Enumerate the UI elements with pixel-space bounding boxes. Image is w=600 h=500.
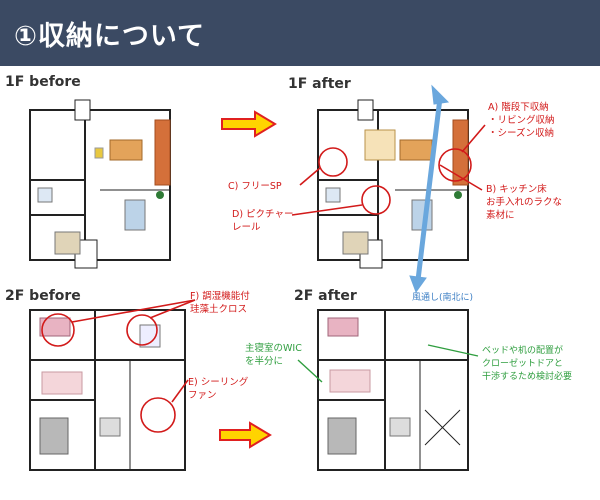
slide-header: ①収納について (0, 0, 600, 66)
note-e: E) シーリング ファン (188, 376, 248, 402)
note-b: B) キッチン床 お手入れのラクな 素材に (486, 183, 562, 222)
note-d-line-2: レール (232, 222, 261, 233)
plan-2f-before (29, 309, 186, 471)
note-a-line-2: ・リビング収納 (488, 115, 555, 126)
label-2f-before: 2F before (5, 288, 81, 304)
note-a-line-1: A) 階段下収納 (488, 102, 549, 113)
ventilation-arrow-icon (409, 84, 450, 294)
label-1f-after: 1F after (288, 76, 351, 92)
note-e-line-1: E) シーリング (188, 377, 249, 388)
note-wic-line-2: を半分に (245, 356, 284, 367)
note-f: F) 調湿機能付 珪藻土クロス (190, 290, 250, 316)
note-leaders (297, 344, 479, 383)
note-closet-line-3: 干渉するため検討必要 (482, 372, 573, 382)
transition-arrows (219, 110, 277, 449)
plan-2f-after (317, 309, 469, 471)
slide-title: ①収納について (14, 21, 206, 52)
plan-1f-after (317, 99, 469, 269)
note-f-line-2: 珪藻土クロス (190, 304, 248, 315)
note-b-line-3: 素材に (486, 210, 515, 221)
note-ventilation: 風通し(南北に) (412, 293, 474, 303)
note-f-line-1: F) 調湿機能付 (190, 291, 250, 302)
note-wic: 主寝室のWIC を半分に (245, 342, 302, 368)
note-c: C) フリーSP (228, 181, 282, 192)
note-b-line-1: B) キッチン床 (486, 184, 547, 195)
arrow-icon-bottom (219, 421, 272, 449)
note-d-line-1: D) ピクチャー (232, 209, 294, 220)
note-closet-line-1: ベッドや机の配置が (482, 346, 564, 356)
arrow-icon-top (221, 110, 277, 138)
note-wic-line-1: 主寝室のWIC (245, 343, 302, 354)
note-closet: ベッドや机の配置が クローゼットドアと 干渉するため検討必要 (482, 345, 572, 384)
note-closet-line-2: クローゼットドアと (482, 359, 563, 369)
label-2f-after: 2F after (294, 288, 357, 304)
note-e-line-2: ファン (188, 390, 217, 401)
note-b-line-2: お手入れのラクな (486, 197, 563, 208)
label-1f-before: 1F before (5, 74, 81, 90)
annotation-circles (41, 124, 486, 433)
note-a-line-3: ・シーズン収納 (488, 128, 555, 139)
plan-1f-before (29, 99, 171, 269)
note-a: A) 階段下収納 ・リビング収納 ・シーズン収納 (488, 101, 555, 140)
note-d: D) ピクチャー レール (232, 208, 293, 234)
